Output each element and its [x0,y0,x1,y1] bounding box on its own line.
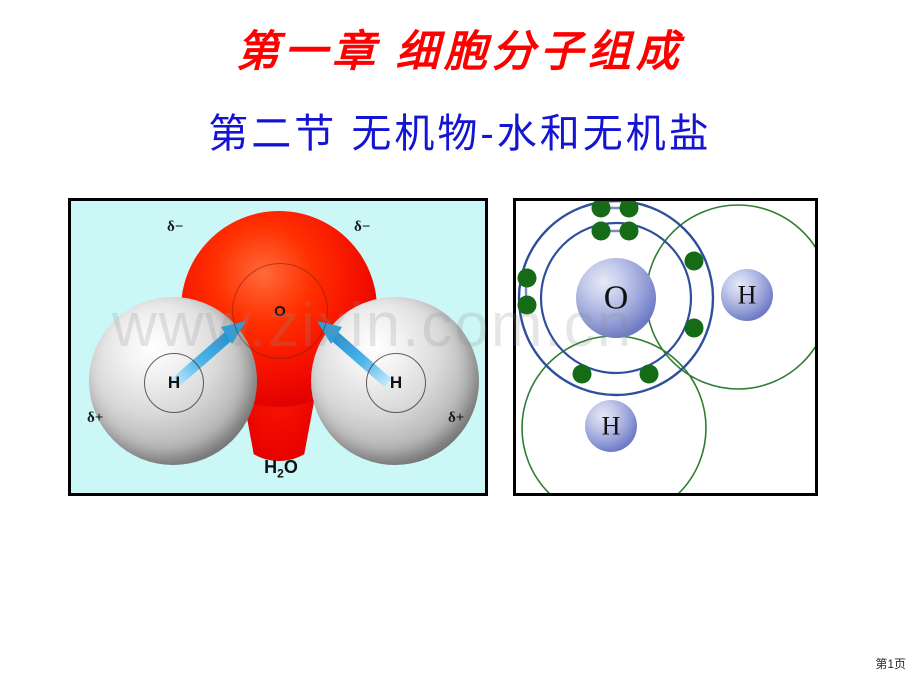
formula-o: O [283,457,298,477]
electron-dot [517,268,537,288]
electron-dot [591,201,611,218]
hydrogen-atom-label-right: H [366,353,426,413]
electron-dot [684,318,704,338]
delta-plus-label-left: δ+ [87,410,104,426]
hydrogen-nucleus-bottom [585,400,637,452]
electron-dot [619,201,639,218]
water-molecule-canvas: O H H δ− δ− δ+ δ+ H2O [71,201,485,493]
page-title-section: 第二节 无机物-水和无机盐 [208,112,712,156]
oxygen-atom-label: O [232,263,328,359]
electron-dot [639,364,659,384]
electron-dot [572,364,592,384]
page-title-chapter: 第一章 细胞分子组成 [236,29,684,76]
hydrogen-nucleus-label-bottom: H [602,412,621,441]
electron-dot [591,221,611,241]
water-formula-label: H2O [71,457,485,481]
formula-subscript: 2 [277,466,284,481]
electron-dot [684,251,704,271]
oxygen-inner-shell [539,221,693,375]
delta-minus-label-left: δ− [167,219,184,235]
hydrogen-nucleus-right [721,269,773,321]
formula-h: H [264,457,278,477]
electron-shell-canvas: O H H [517,201,815,493]
electron-dot [517,295,537,315]
electron-dots [517,201,704,384]
water-molecule-panel: O H H δ− δ− δ+ δ+ H2O [68,198,488,496]
delta-minus-label-right: δ− [354,219,371,235]
oxygen-nucleus-label: O [604,280,629,317]
hydrogen-atom-label-left: H [144,353,204,413]
oxygen-outer-shell [517,201,715,397]
hydrogen-nucleus-label-right: H [738,281,757,310]
delta-plus-label-right: δ+ [448,410,465,426]
oxygen-nucleus [576,258,656,338]
electron-dot [619,221,639,241]
page-number-footer: 第1页 [875,657,906,671]
electron-shell-panel: O H H [513,198,818,496]
